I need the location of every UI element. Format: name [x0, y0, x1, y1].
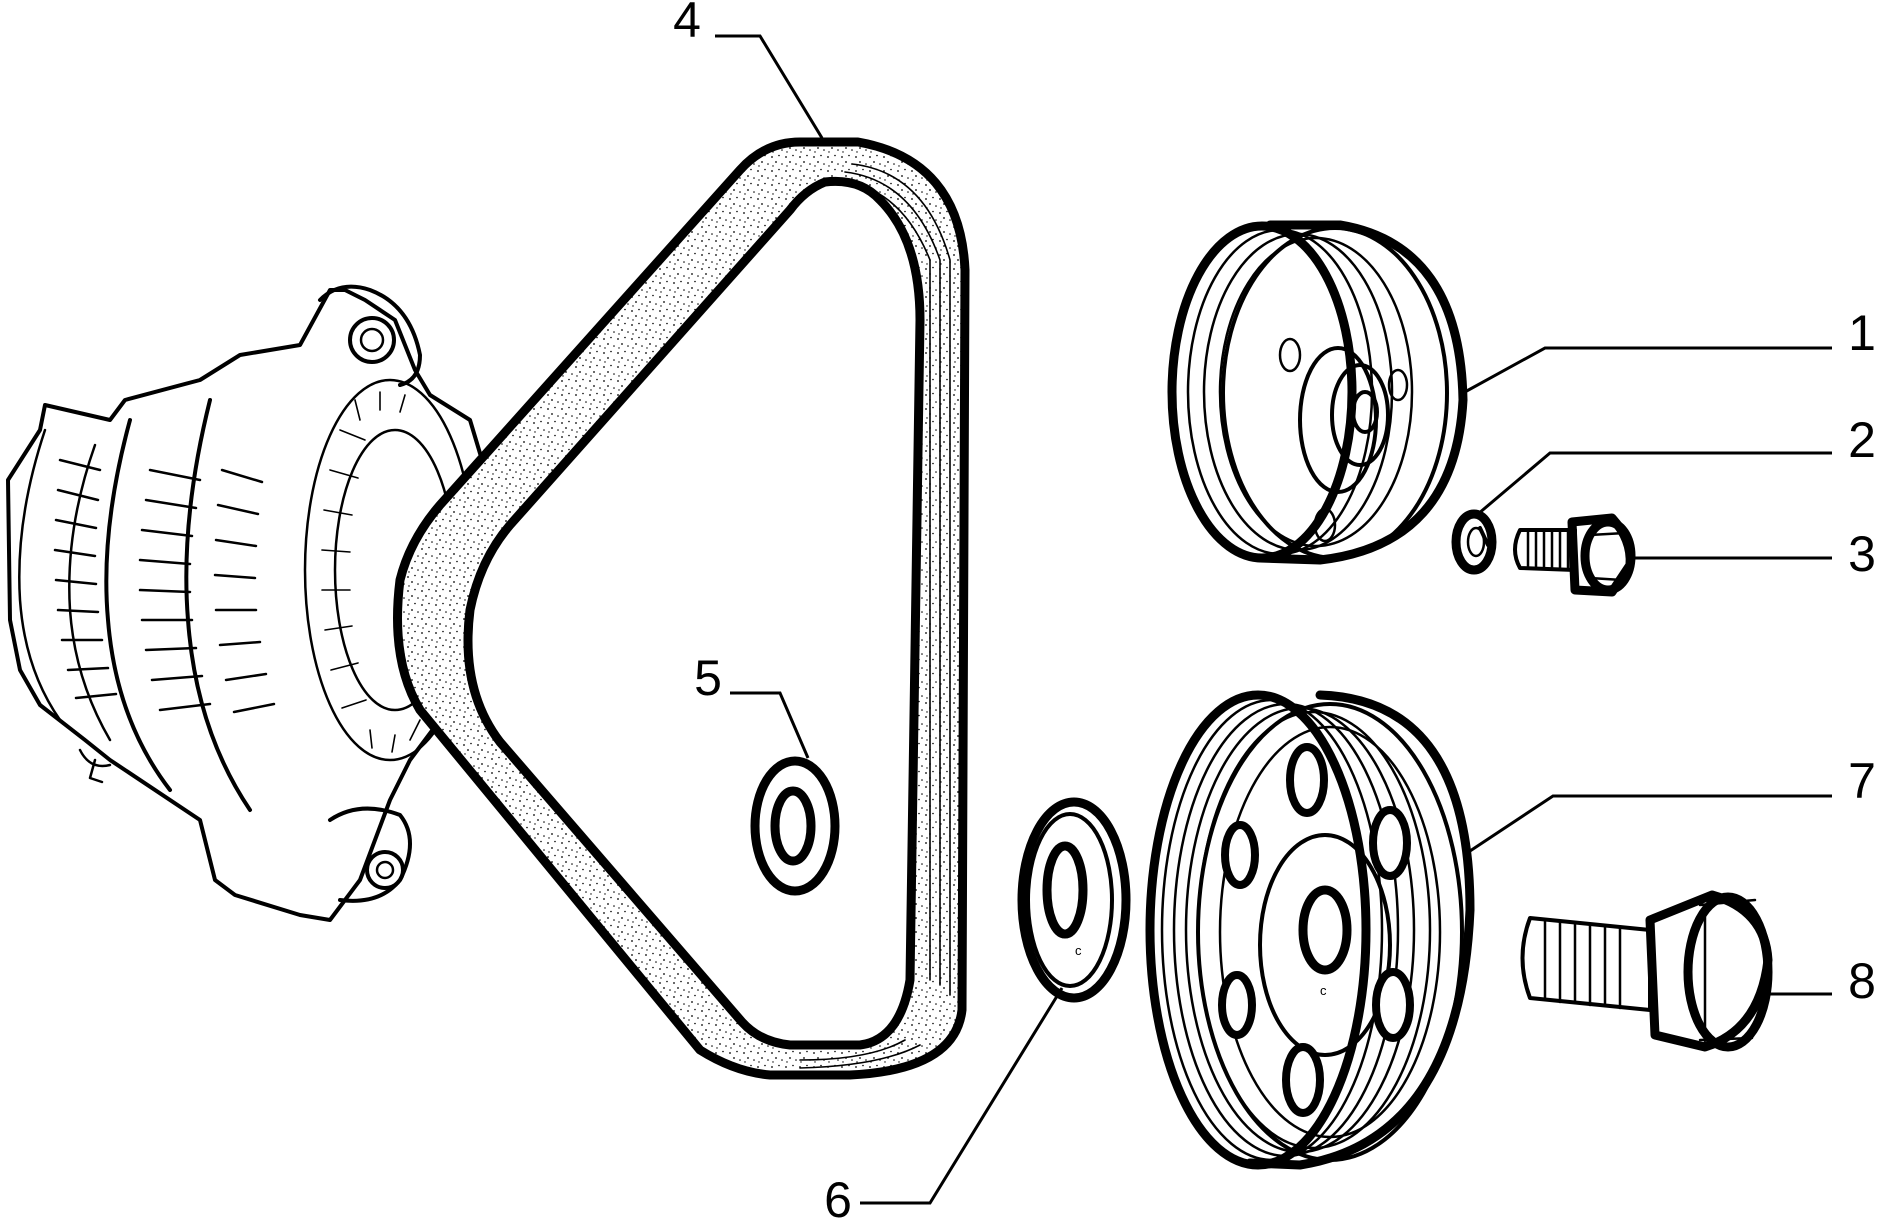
- leader-5: [730, 691, 810, 759]
- leader-lines: [715, 34, 1832, 1205]
- leader-1: [1462, 346, 1832, 395]
- svg-text:c: c: [1075, 943, 1082, 958]
- callout-3: 3: [1848, 526, 1876, 582]
- pulley-part-7: c: [1145, 690, 1475, 1170]
- svg-text:c: c: [1320, 983, 1327, 998]
- leader-6: [860, 987, 1064, 1205]
- washer-part-5: [750, 756, 840, 896]
- callout-8: 8: [1848, 953, 1876, 1009]
- poly-v-belt: [393, 137, 970, 1080]
- bolt-part-3: [1513, 513, 1636, 597]
- pulley-part-1: [1167, 220, 1468, 565]
- callout-5: 5: [694, 650, 722, 706]
- callout-4: 4: [673, 0, 701, 48]
- lock-washer-part-2: [1451, 509, 1497, 575]
- bolt-part-8: [1520, 890, 1773, 1052]
- leader-4: [715, 34, 824, 139]
- callout-6: 6: [824, 1172, 852, 1221]
- callout-1: 1: [1848, 305, 1876, 361]
- leader-2: [1477, 451, 1832, 516]
- callout-2: 2: [1848, 412, 1876, 468]
- callout-numbers: 1 2 3 4 5 6 7 8: [673, 0, 1876, 1221]
- callout-7: 7: [1848, 753, 1876, 809]
- spacer-part-6: c: [1017, 797, 1131, 1003]
- leader-7: [1469, 794, 1832, 853]
